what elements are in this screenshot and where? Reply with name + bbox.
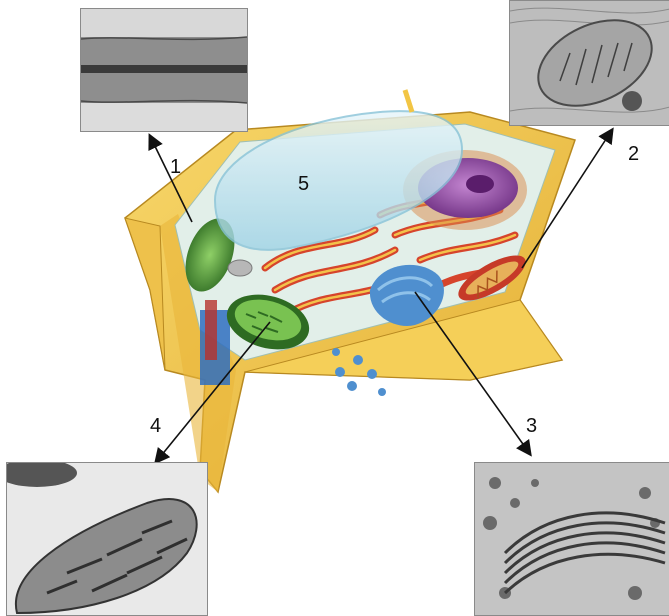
- micrograph-chloroplast: [6, 462, 208, 616]
- micrograph-mitochondrion: [509, 0, 669, 126]
- micrograph-golgi: [474, 462, 669, 616]
- peroxisome: [228, 260, 252, 276]
- label-5: 5: [298, 174, 309, 194]
- label-4: 4: [150, 416, 161, 436]
- label-2: 2: [628, 144, 639, 164]
- label-3: 3: [526, 416, 537, 436]
- micrograph-cell-wall: [80, 8, 248, 132]
- label-1: 1: [170, 157, 181, 177]
